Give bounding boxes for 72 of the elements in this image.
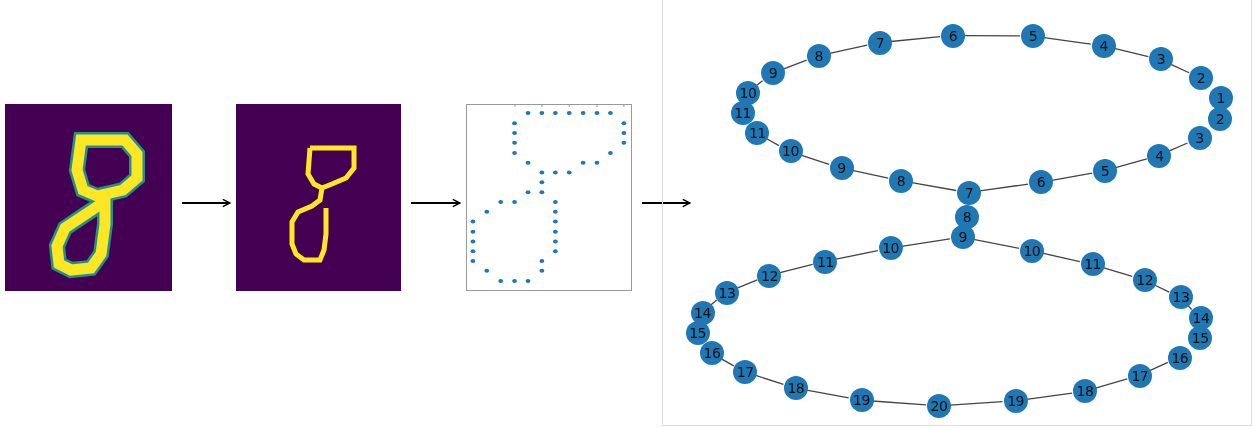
graph-node: 10 — [778, 139, 803, 164]
graph-node: 11 — [745, 120, 770, 145]
graph-edge — [851, 169, 889, 179]
graph-edge — [1153, 284, 1170, 293]
graph-node: 4 — [1091, 33, 1116, 58]
graph-node: 16 — [700, 341, 724, 365]
graph-node: 2 — [1189, 65, 1213, 90]
graph-edge — [1187, 305, 1193, 311]
graph-node: 8 — [806, 43, 831, 68]
graph-edge — [800, 154, 830, 165]
graph-node: 3 — [1187, 126, 1212, 151]
graph-node: 12 — [1132, 267, 1157, 292]
graph-node: 11 — [730, 100, 755, 125]
graph-node: 1 — [1208, 85, 1233, 110]
graph-edge — [979, 183, 1029, 192]
graph-node: 18 — [1073, 379, 1097, 404]
graph-node: 17 — [1127, 363, 1152, 388]
graph-node: 10 — [736, 80, 760, 105]
arrow — [641, 198, 691, 208]
arrow — [181, 198, 231, 208]
arrow — [410, 198, 461, 208]
graph-node: 11 — [1080, 252, 1105, 277]
graph-edge — [1051, 172, 1093, 181]
graph-node: 10 — [1019, 238, 1044, 263]
graph-node: 11 — [813, 249, 838, 274]
graph-node: 9 — [761, 61, 785, 86]
graph-edge — [720, 358, 735, 367]
graph-edge — [1043, 36, 1092, 45]
graph-edge — [755, 80, 764, 87]
graph-edge — [1168, 142, 1189, 152]
graph-node: 18 — [783, 376, 808, 400]
graph-node: 14 — [690, 300, 715, 325]
graph-edge — [963, 34, 1021, 37]
graph-node: 9 — [829, 156, 854, 180]
graph-edge — [779, 263, 814, 274]
graph-node: 3 — [1149, 47, 1173, 72]
graph-edge — [911, 181, 957, 192]
graph-node: 13 — [715, 280, 739, 305]
graph-edge — [1114, 158, 1148, 169]
graph-node: 4 — [1147, 143, 1172, 168]
graph-node: 6 — [1029, 170, 1053, 195]
graph-edge — [1149, 361, 1169, 372]
graph-node: 19 — [849, 388, 874, 413]
graph-edge — [755, 374, 784, 385]
graph-node: 9 — [950, 225, 975, 249]
graph-node: 15 — [1188, 325, 1213, 350]
graph-node: 7 — [957, 180, 981, 205]
graph-edge — [890, 36, 941, 43]
graph-edge — [1170, 63, 1190, 74]
graph-node: 8 — [889, 168, 913, 193]
graph-node: 12 — [757, 263, 782, 288]
graph-edge — [1094, 378, 1128, 389]
graph-node: 2 — [1207, 107, 1232, 131]
graph-edge — [782, 59, 808, 70]
graph-edge — [1102, 266, 1133, 277]
graph-node: 20 — [926, 393, 951, 418]
graph-edge — [736, 279, 758, 289]
graph-node: 7 — [868, 30, 892, 55]
graph-panel — [662, 0, 1252, 426]
graph-edge — [835, 250, 879, 260]
graph-node: 5 — [1021, 23, 1045, 48]
graph-edge — [949, 401, 1004, 406]
graph-edge — [710, 299, 718, 306]
graph-node: 17 — [733, 359, 758, 384]
graph-node: 8 — [954, 204, 979, 229]
graph-node: 19 — [1003, 388, 1028, 413]
graph-node: 15 — [685, 320, 710, 345]
graph-node: 5 — [1093, 159, 1117, 183]
graph-node: 13 — [1169, 285, 1193, 310]
graph-node: 10 — [878, 236, 903, 261]
graph-node: 16 — [1167, 345, 1192, 370]
graph-node: 6 — [940, 23, 965, 48]
